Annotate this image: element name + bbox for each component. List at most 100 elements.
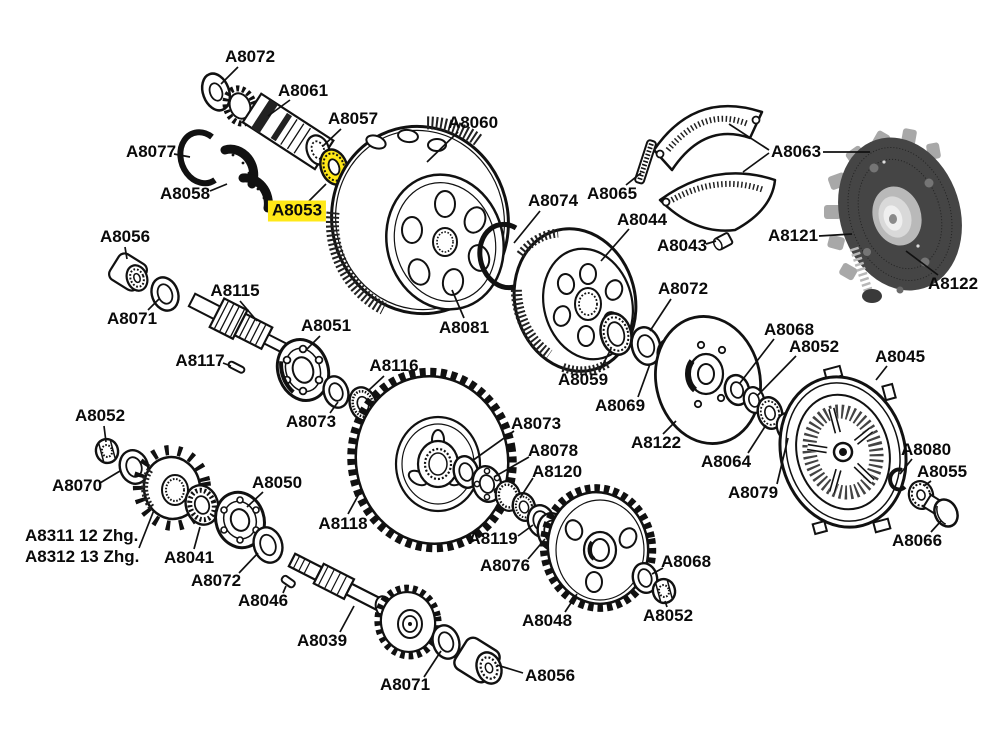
part-label-A8043[interactable]: A8043 <box>656 236 708 255</box>
part-label-A8041[interactable]: A8041 <box>163 548 215 567</box>
part-label-A8120[interactable]: A8120 <box>531 462 583 481</box>
part-label-A8080[interactable]: A8080 <box>900 440 952 459</box>
part-label-A8056-b[interactable]: A8056 <box>524 666 576 685</box>
leader-line-A8119 <box>517 524 534 537</box>
part-label-A8073-b[interactable]: A8073 <box>510 414 562 433</box>
leader-line-A8068-b <box>651 567 664 575</box>
part-label-A8074[interactable]: A8074 <box>527 191 579 210</box>
leader-line-A8052-c <box>103 425 107 443</box>
gear-a8048-drawing <box>539 484 657 612</box>
part-label-A8063[interactable]: A8063 <box>770 142 822 161</box>
part-label-A8070[interactable]: A8070 <box>51 476 103 495</box>
part-label-A8122-b[interactable]: A8122 <box>630 433 682 452</box>
part-label-A8068-a[interactable]: A8068 <box>763 320 815 339</box>
part-label-A8058[interactable]: A8058 <box>159 184 211 203</box>
part-label-A8122-a[interactable]: A8122 <box>927 274 979 293</box>
part-label-A8069[interactable]: A8069 <box>594 396 646 415</box>
part-label-A8052-c[interactable]: A8052 <box>74 406 126 425</box>
nut-a8052c-drawing <box>94 437 120 465</box>
part-label-A8116[interactable]: A8116 <box>369 356 419 375</box>
part-label-A8064[interactable]: A8064 <box>700 452 752 471</box>
washer-a8071a-drawing <box>150 276 180 312</box>
part-label-A8051[interactable]: A8051 <box>300 316 352 335</box>
part-label-A8052-b[interactable]: A8052 <box>788 337 840 356</box>
part-label-A8117[interactable]: A8117 <box>175 351 225 370</box>
leader-line-A8052-b <box>756 355 797 397</box>
part-label-A8312[interactable]: A8312 13 Zhg. <box>25 547 140 566</box>
shaft-a8039-drawing <box>287 552 389 615</box>
highlighted-bushing-a8053-drawing <box>319 148 360 189</box>
part-label-A8121[interactable]: A8121 <box>767 226 819 245</box>
part-label-A8050[interactable]: A8050 <box>251 473 303 492</box>
leader-line-A8122-b <box>662 420 677 435</box>
part-label-A8118[interactable]: A8118 <box>318 514 368 533</box>
leader-line-A8043 <box>705 240 717 245</box>
leader-line-A8056-a <box>124 246 128 260</box>
leader-line-A8078 <box>493 456 530 478</box>
leader-line-A8117 <box>222 362 232 367</box>
part-label-A8072-b[interactable]: A8072 <box>657 279 709 298</box>
part-label-A8071-a[interactable]: A8071 <box>106 309 158 328</box>
part-label-A8045[interactable]: A8045 <box>874 347 926 366</box>
part-label-A8066[interactable]: A8066 <box>891 531 943 550</box>
part-label-A8056-a[interactable]: A8056 <box>99 227 151 246</box>
part-label-A8060[interactable]: A8060 <box>447 113 499 132</box>
part-label-A8076[interactable]: A8076 <box>479 556 531 575</box>
leader-line-A8039 <box>339 605 355 633</box>
leader-line-A8065 <box>625 172 642 186</box>
part-label-A8059[interactable]: A8059 <box>557 370 609 389</box>
leader-line-A8057 <box>322 128 342 147</box>
leader-line-A8072-a <box>220 66 239 85</box>
bushing-a8064-drawing <box>756 395 784 431</box>
leader-lines <box>99 66 942 678</box>
part-label-A8039[interactable]: A8039 <box>296 631 348 650</box>
leader-line-A8077 <box>173 153 191 158</box>
needle-bearing-a8056b-drawing <box>453 636 503 685</box>
part-label-A8053[interactable]: A8053 <box>267 200 327 222</box>
part-label-A8077[interactable]: A8077 <box>125 142 177 161</box>
bearing-shells-a8058-drawing <box>220 144 273 213</box>
part-label-A8071-b[interactable]: A8071 <box>379 675 431 694</box>
leader-line-A8063 <box>742 152 770 173</box>
part-label-A8081[interactable]: A8081 <box>438 318 490 337</box>
leader-line-A8122-a <box>905 250 939 276</box>
leader-line-A8052-d <box>664 600 668 608</box>
part-label-A8072-a[interactable]: A8072 <box>224 47 276 66</box>
part-label-A8055[interactable]: A8055 <box>916 462 968 481</box>
leader-line-A8072-c <box>238 552 259 574</box>
leader-line-A8118 <box>347 493 360 515</box>
pushrod-cap-a8066-drawing <box>922 493 959 528</box>
part-label-A8068-b[interactable]: A8068 <box>660 552 712 571</box>
leader-line-A8063 <box>728 123 770 151</box>
leader-line-A8041 <box>193 526 201 550</box>
part-label-A8072-c[interactable]: A8072 <box>190 571 242 590</box>
leader-line-A8064 <box>747 424 767 454</box>
leader-line-A8045 <box>875 365 888 381</box>
part-label-A8073-a[interactable]: A8073 <box>285 412 337 431</box>
part-label-A8119[interactable]: A8119 <box>468 529 518 548</box>
leader-line-A8059 <box>599 348 612 371</box>
leader-line-A8071-b <box>423 650 442 678</box>
part-label-A8078[interactable]: A8078 <box>527 441 579 460</box>
part-label-A8079[interactable]: A8079 <box>727 483 779 502</box>
leader-line-A8055 <box>923 480 932 487</box>
part-label-A8052-d[interactable]: A8052 <box>642 606 694 625</box>
leader-line-A8068-a <box>739 338 775 384</box>
leader-line-A8069 <box>637 363 651 398</box>
leader-line-A8121 <box>818 233 853 237</box>
part-label-A8046[interactable]: A8046 <box>237 591 289 610</box>
spring-a8065-drawing <box>634 139 657 185</box>
part-label-A8044[interactable]: A8044 <box>616 210 668 229</box>
part-label-A8311[interactable]: A8311 12 Zhg. <box>25 526 139 545</box>
part-label-A8115[interactable]: A8115 <box>210 281 260 300</box>
leader-line-A8060 <box>426 131 459 163</box>
clutch-basket-a8060-drawing <box>325 116 510 316</box>
part-label-A8048[interactable]: A8048 <box>521 611 573 630</box>
part-label-A8057[interactable]: A8057 <box>327 109 379 128</box>
part-label-A8061[interactable]: A8061 <box>277 81 329 100</box>
part-label-A8065[interactable]: A8065 <box>586 184 638 203</box>
leader-line-A8076 <box>527 538 546 560</box>
thrust-washer-a8059-drawing <box>599 312 633 356</box>
